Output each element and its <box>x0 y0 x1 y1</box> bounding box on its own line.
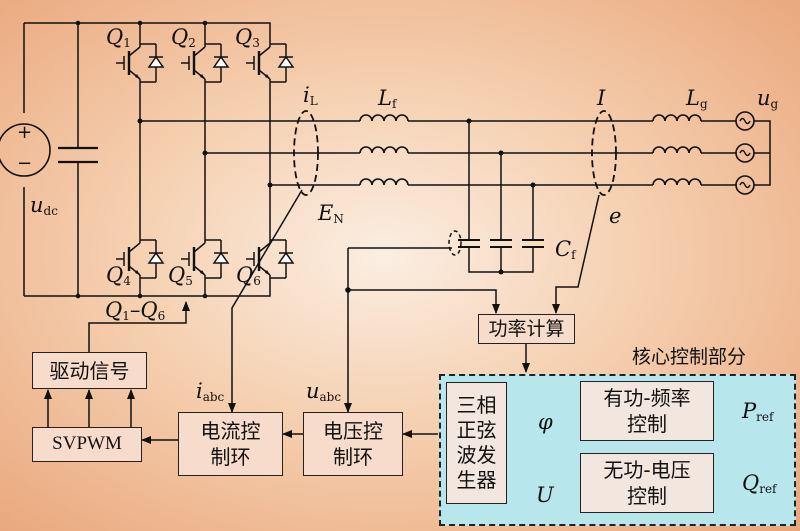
grid-source-b <box>735 143 755 163</box>
svpwm-block: SVPWM <box>32 427 142 462</box>
label-iabc: iabc <box>196 379 225 404</box>
inductor-lf-b <box>359 146 409 154</box>
pf-control-line1: 有功-频率 <box>603 386 691 410</box>
voltage-loop-block: 电压控 制环 <box>303 412 403 476</box>
label-cf: Cf <box>555 237 576 262</box>
label-q2: Q2 <box>171 25 196 50</box>
inductor-lg-a <box>652 114 702 122</box>
drive-signal-block: 驱动信号 <box>32 352 147 389</box>
drive-signal-label: 驱动信号 <box>49 358 130 383</box>
inductor-lf-c <box>359 178 409 186</box>
label-q5: Q5 <box>168 263 193 288</box>
qv-control-block: 无功-电压 控制 <box>580 453 714 513</box>
label-en: EN <box>318 201 344 226</box>
label-u: U <box>536 483 554 507</box>
source-plus-sign: + <box>17 122 33 143</box>
current-loop-line1: 电流控 <box>200 419 261 443</box>
label-q4: Q4 <box>106 263 131 288</box>
current-loop-line2: 制环 <box>210 445 251 469</box>
sine-gen-line2: 正弦 <box>456 418 497 442</box>
label-e: e <box>609 204 622 228</box>
sine-gen-line3: 波发 <box>456 443 497 467</box>
source-minus-sign: − <box>17 153 33 174</box>
label-uabc: uabc <box>306 379 342 404</box>
label-udc: udc <box>30 193 58 218</box>
label-lf: Lf <box>378 86 397 111</box>
power-calc-block: 功率计算 <box>478 314 575 344</box>
label-q1: Q1 <box>106 25 131 50</box>
pf-control-block: 有功-频率 控制 <box>580 381 714 441</box>
grid-source-a <box>735 111 755 131</box>
label-ug: ug <box>757 86 779 111</box>
sine-generator-block: 三相 正弦 波发 生器 <box>446 382 507 504</box>
pf-control-line2: 控制 <box>627 412 667 436</box>
label-phi: φ <box>538 410 553 434</box>
voltage-loop-line1: 电压控 <box>323 419 383 443</box>
qv-control-line1: 无功-电压 <box>603 458 691 482</box>
label-pref: Pref <box>742 399 774 424</box>
qv-control-line2: 控制 <box>627 484 667 508</box>
current-loop-block: 电流控 制环 <box>178 412 283 476</box>
label-q1-q6: Q1–Q6 <box>105 298 166 323</box>
voltage-loop-line2: 制环 <box>333 445 373 469</box>
inductor-lg-c <box>652 178 702 186</box>
sine-gen-line4: 生器 <box>456 468 497 492</box>
label-lg: Lg <box>686 86 708 111</box>
inductor-lf-a <box>359 114 409 122</box>
label-i: I <box>597 86 606 110</box>
sine-gen-line1: 三相 <box>456 393 497 417</box>
label-q3: Q3 <box>235 25 260 50</box>
grid-source-c <box>735 175 755 195</box>
svpwm-label: SVPWM <box>52 433 122 455</box>
label-q6: Q6 <box>236 263 261 288</box>
label-il: iL <box>303 83 318 108</box>
power-calc-label: 功率计算 <box>488 317 565 340</box>
label-qref: Qref <box>742 471 777 496</box>
core-control-title: 核心控制部分 <box>632 346 747 368</box>
inductor-lg-b <box>652 146 702 154</box>
